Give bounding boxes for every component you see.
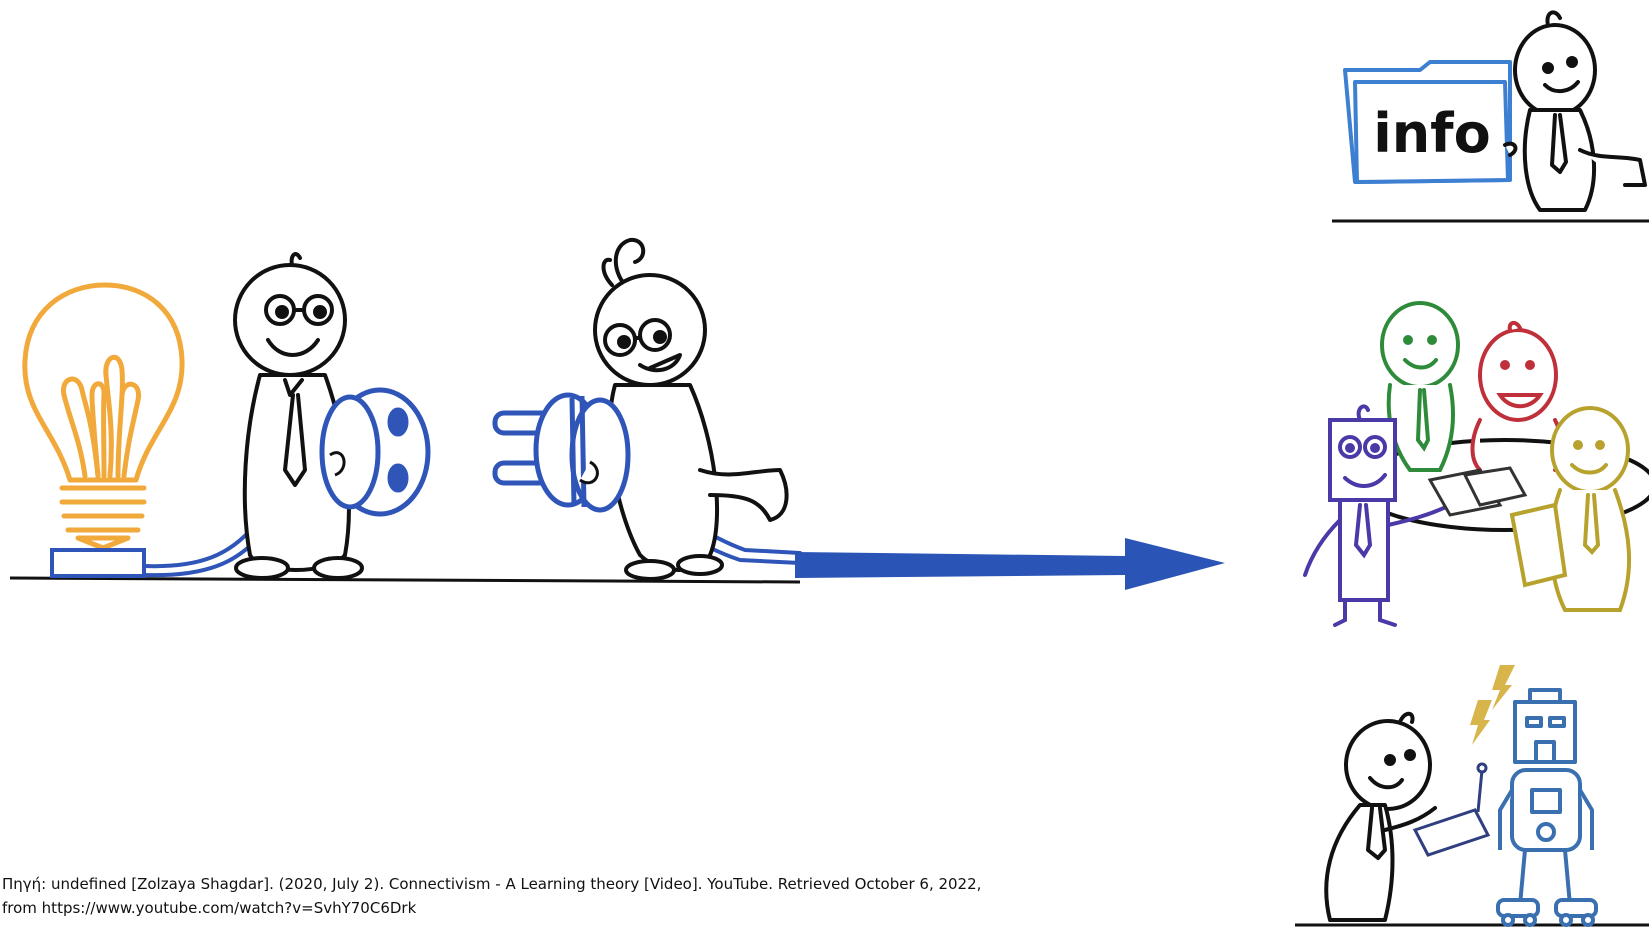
robot-icon bbox=[1498, 690, 1596, 925]
person-with-folder bbox=[1505, 12, 1645, 210]
info-label: info bbox=[1373, 102, 1491, 165]
caption-line-2: from https://www.youtube.com/watch?v=Svh… bbox=[2, 896, 981, 920]
plug-icon bbox=[495, 395, 628, 510]
person-with-remote bbox=[1326, 714, 1435, 920]
arrow-icon bbox=[795, 538, 1225, 590]
olive-person bbox=[1512, 408, 1629, 610]
ground-line bbox=[10, 578, 800, 582]
lightbulb-icon bbox=[25, 285, 182, 548]
caption-line-1: Πηγή: undefined [Zolzaya Shagdar]. (2020… bbox=[2, 872, 981, 896]
person-with-plug bbox=[595, 240, 787, 579]
lightbulb-base bbox=[52, 550, 144, 576]
lightning-icon bbox=[1470, 665, 1515, 745]
source-caption: Πηγή: undefined [Zolzaya Shagdar]. (2020… bbox=[2, 872, 981, 920]
